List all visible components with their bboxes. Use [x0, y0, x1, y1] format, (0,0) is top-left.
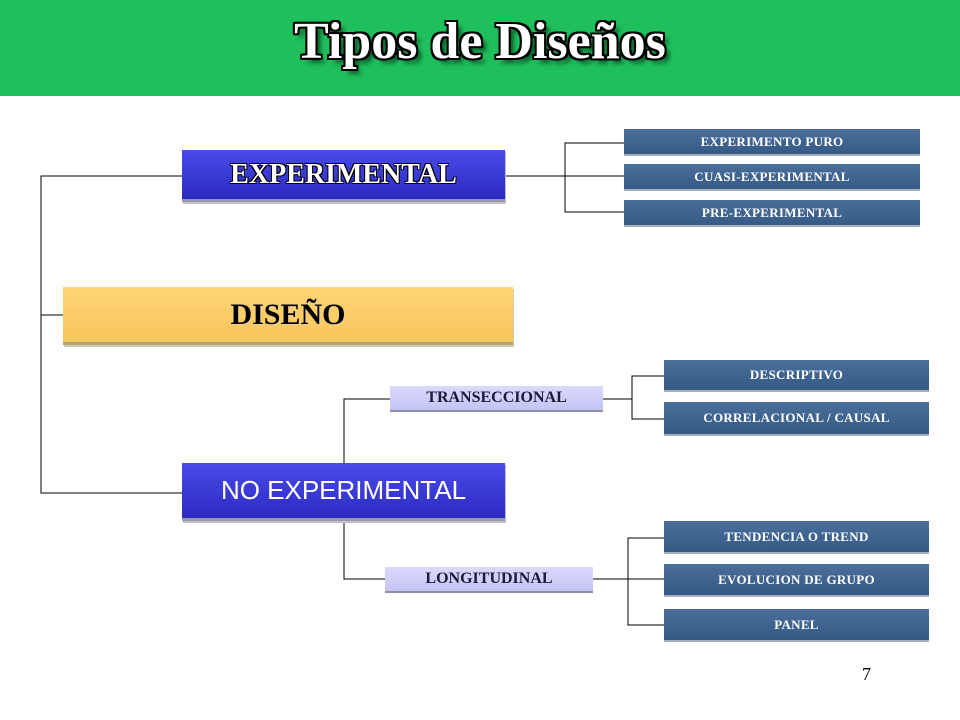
experimental-box: EXPERIMENTAL: [182, 150, 505, 202]
connector-transeccional-bracket: [631, 375, 664, 420]
connector-root: [40, 175, 182, 494]
leaf-cuasi-experimental-label: CUASI-EXPERIMENTAL: [694, 168, 850, 184]
root-diseno-box: DISEÑO: [63, 287, 513, 345]
transeccional-box: TRANSECCIONAL: [390, 386, 603, 412]
leaf-evolucion-grupo: EVOLUCION DE GRUPO: [664, 564, 929, 597]
leaf-tendencia-trend-label: TENDENCIA O TREND: [724, 528, 869, 544]
experimental-label: EXPERIMENTAL: [230, 158, 457, 190]
leaf-descriptivo-label: DESCRIPTIVO: [749, 367, 844, 382]
leaf-experimento-puro: EXPERIMENTO PURO: [624, 129, 920, 156]
leaf-panel-label: PANEL: [774, 616, 819, 632]
page-number: 7: [862, 664, 871, 684]
no-experimental-label: NO EXPERIMENTAL: [220, 475, 467, 505]
title-banner: [0, 0, 960, 96]
root-diseno-label: DISEÑO: [230, 297, 346, 331]
leaf-panel: PANEL: [664, 609, 929, 642]
connector-longitudinal-bracket: [627, 537, 664, 626]
leaf-pre-experimental: PRE-EXPERIMENTAL: [624, 200, 920, 227]
leaf-correlacional-causal: CORRELACIONAL / CAUSAL: [664, 402, 929, 436]
leaf-cuasi-experimental: CUASI-EXPERIMENTAL: [624, 164, 920, 191]
leaf-descriptivo: DESCRIPTIVO: [664, 360, 929, 392]
page-title: Tipos de Diseños: [294, 13, 666, 70]
connector-experimental-bracket: [564, 142, 624, 213]
no-experimental-box: NO EXPERIMENTAL: [182, 463, 505, 521]
leaf-correlacional-causal-label: CORRELACIONAL / CAUSAL: [703, 410, 890, 425]
leaf-experimento-puro-label: EXPERIMENTO PURO: [700, 133, 844, 149]
leaf-tendencia-trend: TENDENCIA O TREND: [664, 521, 929, 554]
transeccional-label: TRANSECCIONAL: [426, 389, 567, 406]
longitudinal-label: LONGITUDINAL: [425, 570, 553, 587]
leaf-pre-experimental-label: PRE-EXPERIMENTAL: [701, 204, 843, 220]
longitudinal-box: LONGITUDINAL: [385, 567, 593, 593]
leaf-evolucion-grupo-label: EVOLUCION DE GRUPO: [718, 571, 875, 587]
